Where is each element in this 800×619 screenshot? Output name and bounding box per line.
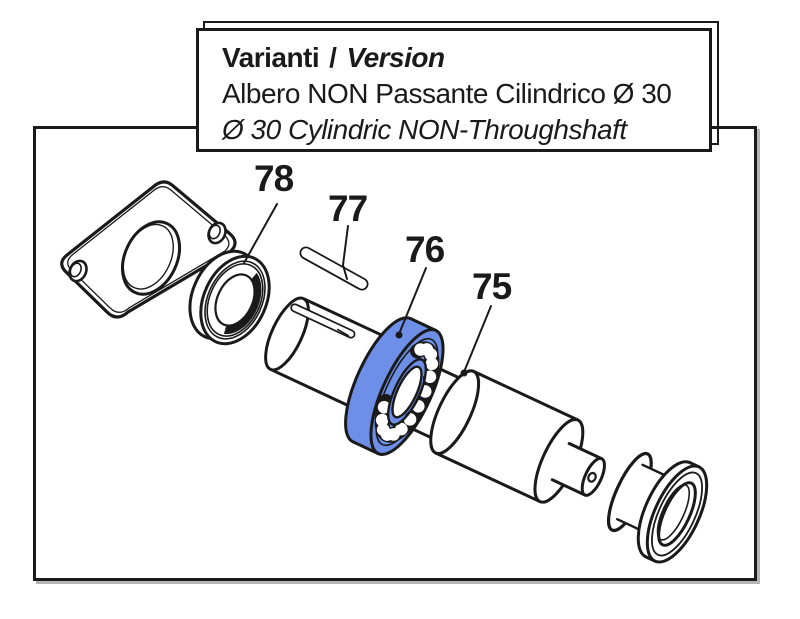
keyway-slot: [292, 305, 354, 337]
end-collar: [606, 451, 709, 564]
seal-bore: [214, 273, 256, 327]
seal-rim-line-1: [204, 260, 266, 340]
bolt-hole-inner: [208, 224, 221, 240]
leader-75: [463, 305, 492, 373]
title-line-english: Ø 30 Cylindric NON-Throughshaft: [222, 114, 627, 145]
flange-inner-line: [67, 186, 230, 313]
shaft-key: [299, 246, 369, 291]
shaft: [264, 296, 606, 504]
bore-shaft-edge: [405, 376, 425, 416]
keyway-depth-line: [336, 328, 349, 337]
bearing-ball: [375, 413, 389, 427]
collar-bore: [657, 481, 697, 547]
flange-bolt-hole-right: [207, 221, 227, 245]
leader-dot-76: [395, 331, 403, 339]
seal-lip-shadow: [223, 272, 262, 335]
title-heading-separator: /: [329, 42, 337, 73]
shaft-stub-bottom-edge: [550, 478, 587, 497]
part-label-78: 78: [254, 158, 294, 199]
collar-bore-depth-line: [656, 483, 691, 541]
bearing-ball: [424, 348, 438, 361]
flange-bolt-hole-left: [68, 259, 88, 283]
shaft-main-top-edge: [472, 369, 580, 422]
shaft-stub-top-edge: [567, 442, 604, 461]
bearing-bore: [391, 365, 423, 419]
seal-rim-line-2: [206, 263, 264, 337]
flange-center-hole: [120, 220, 182, 296]
seal-front-rim: [199, 254, 271, 346]
leader-78: [243, 203, 278, 264]
shaft-main-bottom-edge: [434, 451, 542, 504]
part-label-75: 75: [472, 266, 512, 307]
key-body: [301, 248, 367, 289]
bearing: [344, 316, 445, 456]
leader-76: [398, 267, 427, 335]
collar-inner-rim-line: [651, 471, 703, 557]
shaft-stub-end-face: [580, 456, 606, 497]
key-edge-line: [302, 257, 360, 290]
seal-ring: [188, 249, 271, 346]
variant-title-box: Varianti / Version Albero NON Passante Cil…: [196, 28, 712, 152]
title-heading-italian: Varianti: [222, 42, 320, 73]
title-line-italian: Albero NON Passante Cilindrico Ø 30: [222, 78, 672, 109]
title-heading: Varianti / Version: [222, 40, 709, 76]
center-hole-inner-edge: [122, 223, 174, 290]
leader-dot-75: [460, 369, 468, 377]
shaft-front-end-face: [264, 296, 310, 372]
part-label-76: 76: [405, 229, 445, 270]
flange-gasket: [60, 180, 237, 319]
part-label-77: 77: [328, 188, 368, 229]
bolt-hole-inner: [69, 262, 82, 278]
collar-groove-body: [617, 464, 670, 532]
bearing-ball: [376, 423, 390, 436]
title-heading-english: Version: [346, 42, 445, 73]
leader-77: [342, 225, 349, 280]
shaft-center-hole: [587, 471, 597, 483]
leader-lines: [243, 203, 492, 377]
bearing-ball: [425, 357, 439, 371]
